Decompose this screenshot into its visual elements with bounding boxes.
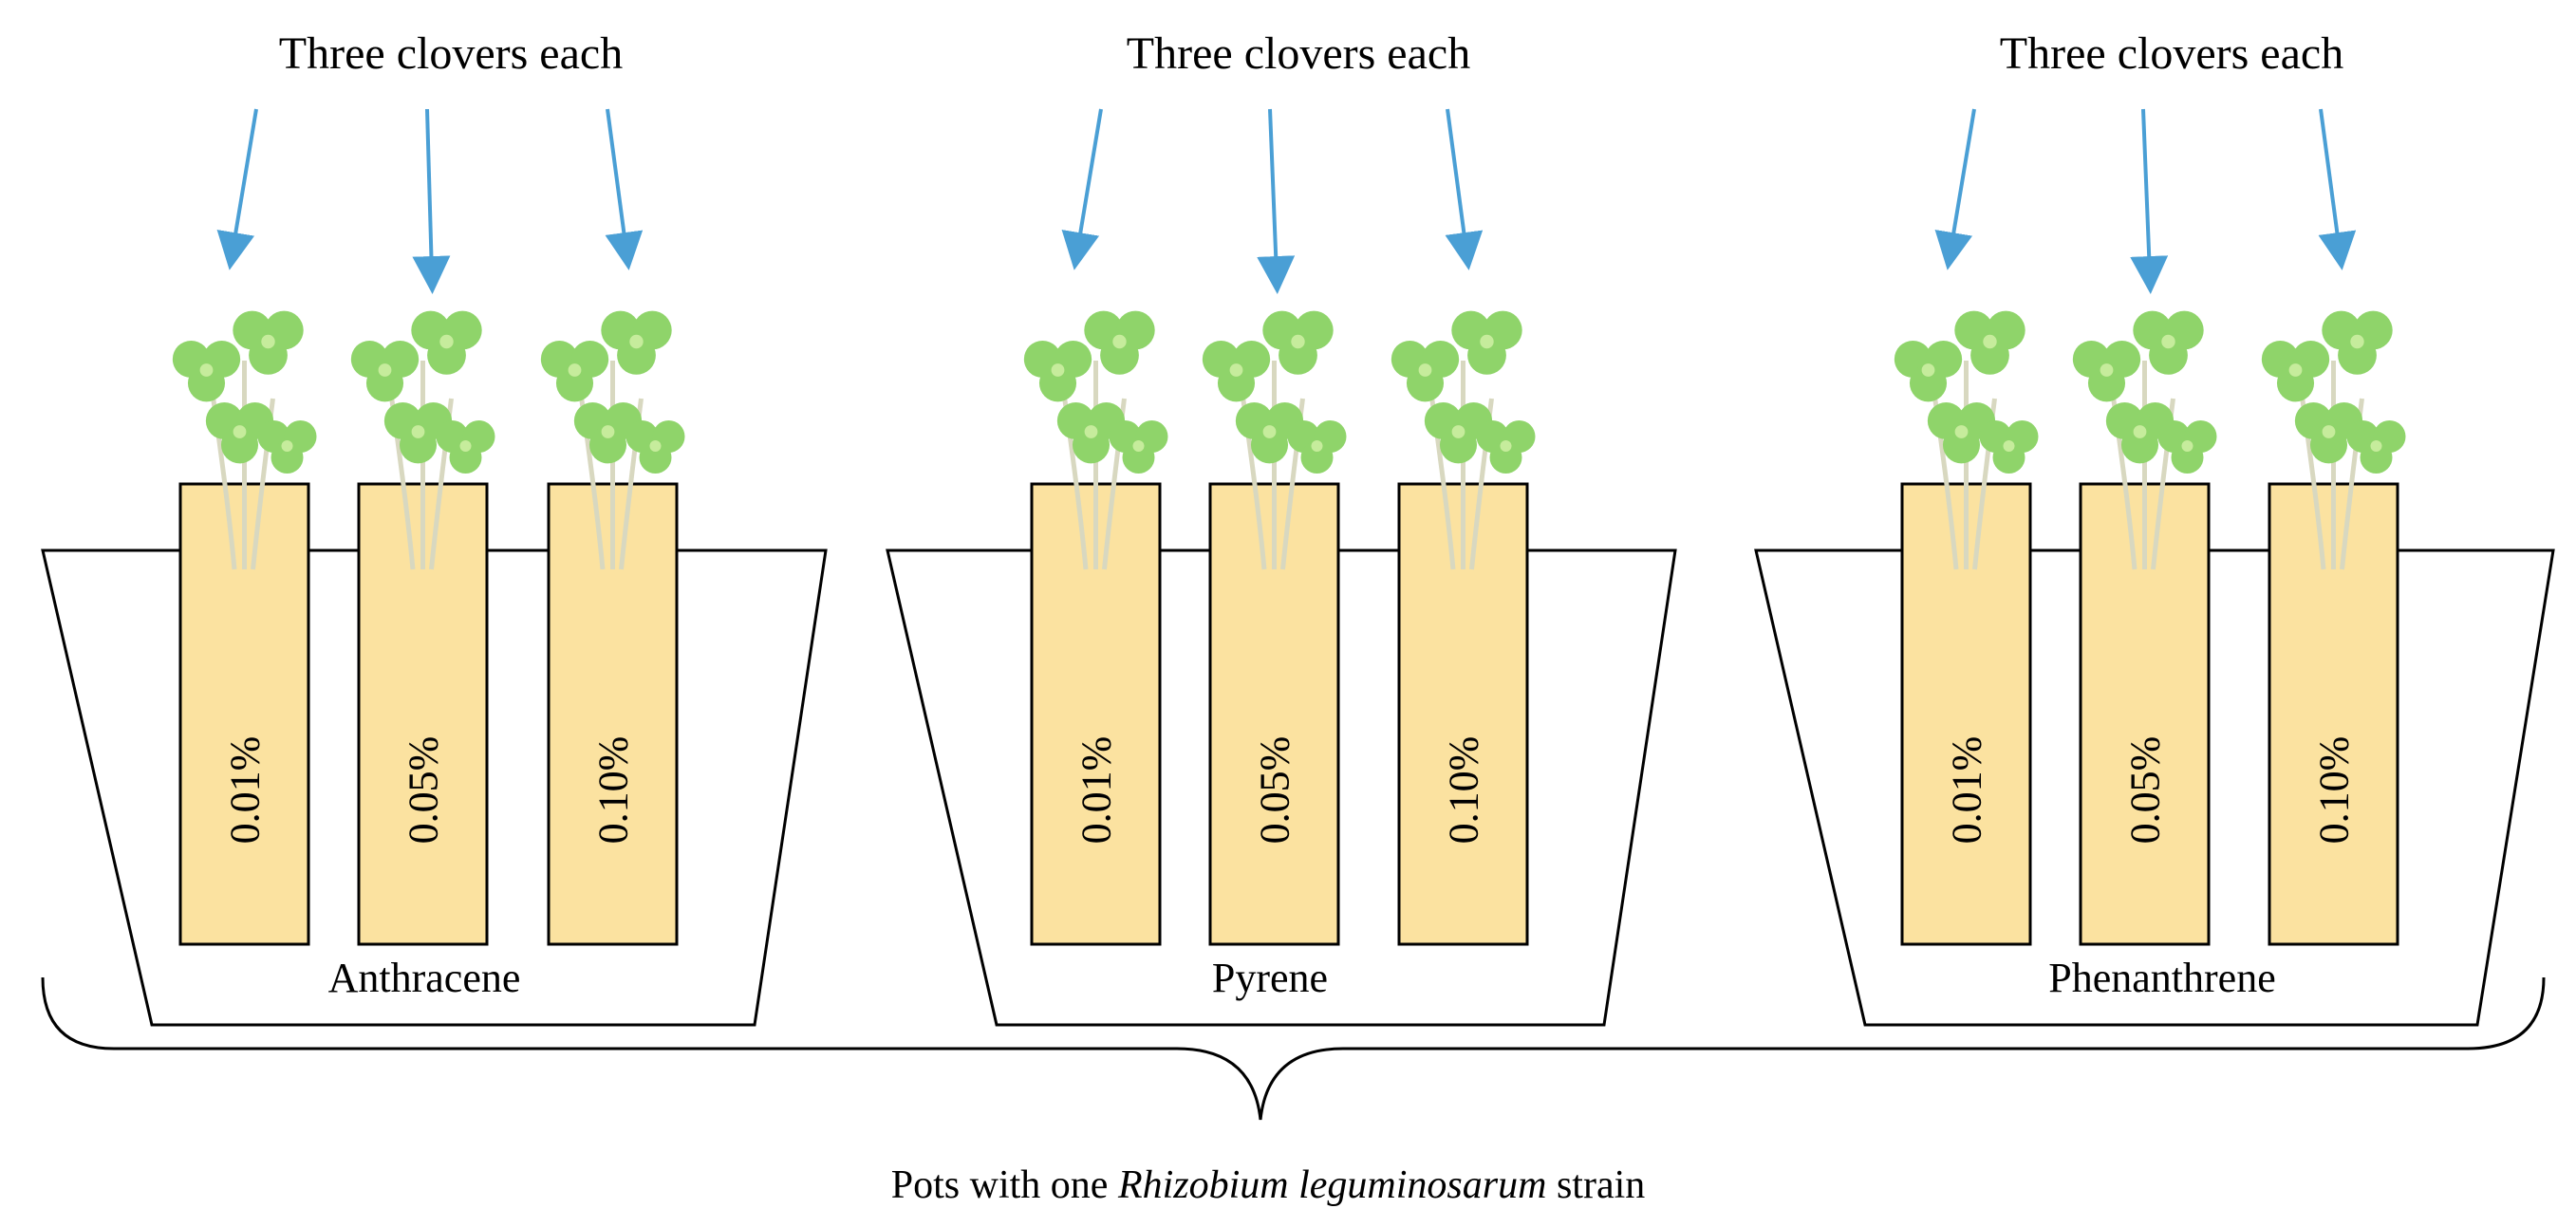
down-arrow-icon	[216, 108, 258, 270]
concentration-label: 0.01%	[1073, 736, 1120, 845]
pot-label: Anthracene	[328, 955, 521, 1001]
group-title: Three clovers each	[1127, 28, 1470, 79]
tube: 0.10%	[1391, 310, 1536, 946]
caption-suffix: strain	[1546, 1163, 1645, 1207]
down-arrow-icon	[1061, 108, 1103, 270]
caption-prefix: Pots with one	[891, 1163, 1118, 1207]
clover-icon	[172, 310, 317, 570]
pot-label: Phenanthrene	[2048, 955, 2275, 1001]
tubes-layer: 0.01% 0.05% 0.10% 0.01% 0.05% 0.10% 0.01% 0.05%…	[172, 108, 2406, 946]
concentration-label: 0.10%	[2311, 736, 2358, 845]
clover-icon	[1023, 310, 1168, 570]
down-arrow-icon	[2130, 108, 2169, 294]
concentration-label: 0.10%	[1441, 736, 1487, 845]
clover-icon	[2261, 310, 2406, 570]
pot-label: Pyrene	[1212, 955, 1328, 1001]
clover-icon	[1894, 310, 2039, 570]
tube: 0.05%	[2072, 310, 2217, 946]
concentration-label: 0.10%	[590, 736, 637, 845]
down-arrow-icon	[605, 108, 644, 270]
concentration-label: 0.01%	[1944, 736, 1990, 845]
group-title: Three clovers each	[279, 28, 623, 79]
caption: Pots with one Rhizobium leguminosarum st…	[891, 1163, 1646, 1207]
concentration-label: 0.05%	[2122, 736, 2169, 845]
down-arrow-icon	[2318, 108, 2357, 270]
down-arrow-icon	[412, 108, 451, 294]
down-arrow-icon	[1257, 108, 1296, 294]
down-arrow-icon	[1445, 108, 1484, 270]
tube: 0.01%	[1023, 310, 1168, 946]
concentration-label: 0.01%	[222, 736, 269, 845]
grouping-brace	[41, 976, 2546, 1121]
clover-icon	[1391, 310, 1536, 570]
clover-icon	[1202, 310, 1347, 570]
tube: 0.05%	[350, 310, 495, 946]
group-title: Three clovers each	[2000, 28, 2343, 79]
concentration-label: 0.05%	[1252, 736, 1298, 845]
tube: 0.10%	[540, 310, 685, 946]
tube: 0.01%	[172, 310, 317, 946]
concentration-label: 0.05%	[401, 736, 447, 845]
down-arrow-icon	[1934, 108, 1976, 270]
clover-icon	[350, 310, 495, 570]
tube: 0.10%	[2261, 310, 2406, 946]
tube: 0.05%	[1202, 310, 1347, 946]
clover-icon	[2072, 310, 2217, 570]
caption-species: Rhizobium leguminosarum	[1117, 1163, 1547, 1207]
clover-icon	[540, 310, 685, 570]
tube: 0.01%	[1894, 310, 2039, 946]
